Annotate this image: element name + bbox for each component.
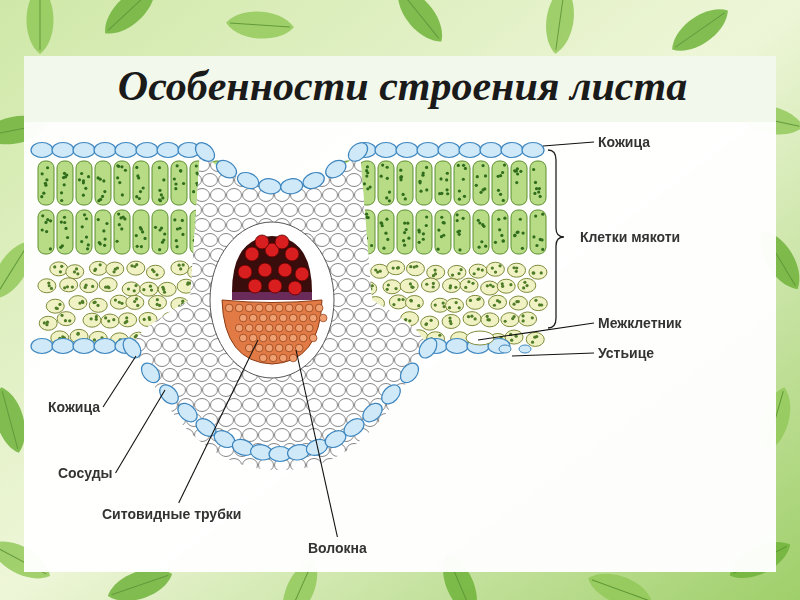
leader-line [116, 390, 165, 473]
part-label: Кожица [48, 399, 100, 415]
leader-line [296, 350, 337, 537]
part-label: Кожица [598, 134, 650, 150]
leader-line [543, 142, 594, 146]
part-label: Сосуды [58, 465, 113, 481]
part-label: Устьице [598, 345, 654, 361]
part-label: Волокна [308, 540, 367, 556]
part-label: Клетки мякоти [580, 229, 680, 245]
leader-line [103, 356, 136, 407]
leader-line [512, 353, 594, 356]
title: Особенности строения листа [118, 62, 687, 110]
leader-line [478, 323, 594, 340]
part-label: Ситовидные трубки [102, 506, 241, 522]
part-label: Межклетник [598, 315, 682, 331]
leader-line [179, 340, 258, 503]
